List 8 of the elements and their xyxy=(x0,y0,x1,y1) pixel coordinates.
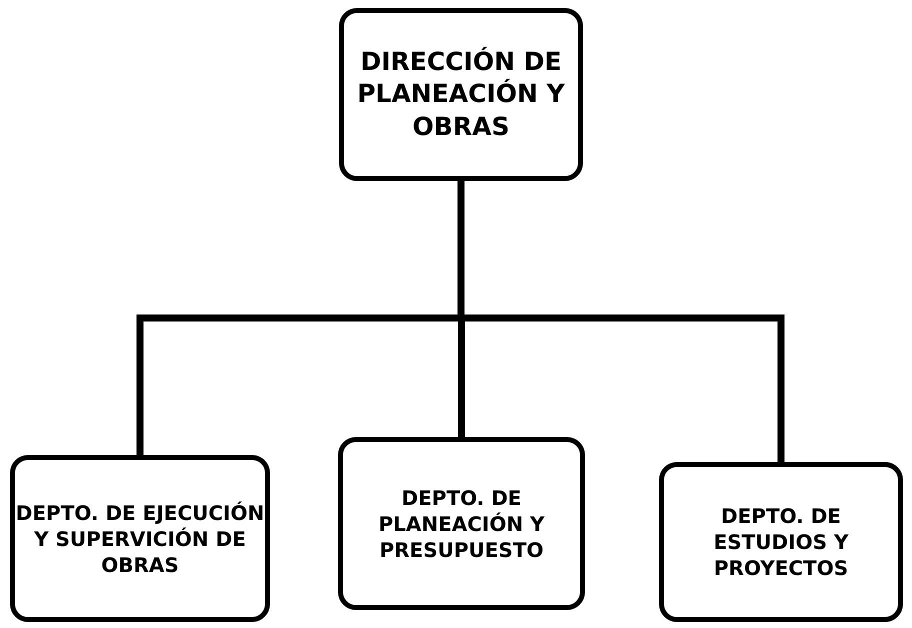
org-unit-box xyxy=(659,462,903,622)
org-unit-box xyxy=(339,8,583,181)
unit-name: DEPTO. DE EJECUCIÓN Y SUPERVICIÓN DE OBRAS xyxy=(15,500,265,578)
org-unit-box xyxy=(338,437,585,610)
org-unit-box xyxy=(10,455,270,622)
unit-name: DEPTO. DE PLANEACIÓN Y PRESUPUESTO xyxy=(377,484,546,562)
unit-name: DEPTO. DE ESTUDIOS Y PROYECTOS xyxy=(712,503,850,581)
unit-name: DIRECCIÓN DE PLANEACIÓN Y OBRAS xyxy=(356,46,566,143)
